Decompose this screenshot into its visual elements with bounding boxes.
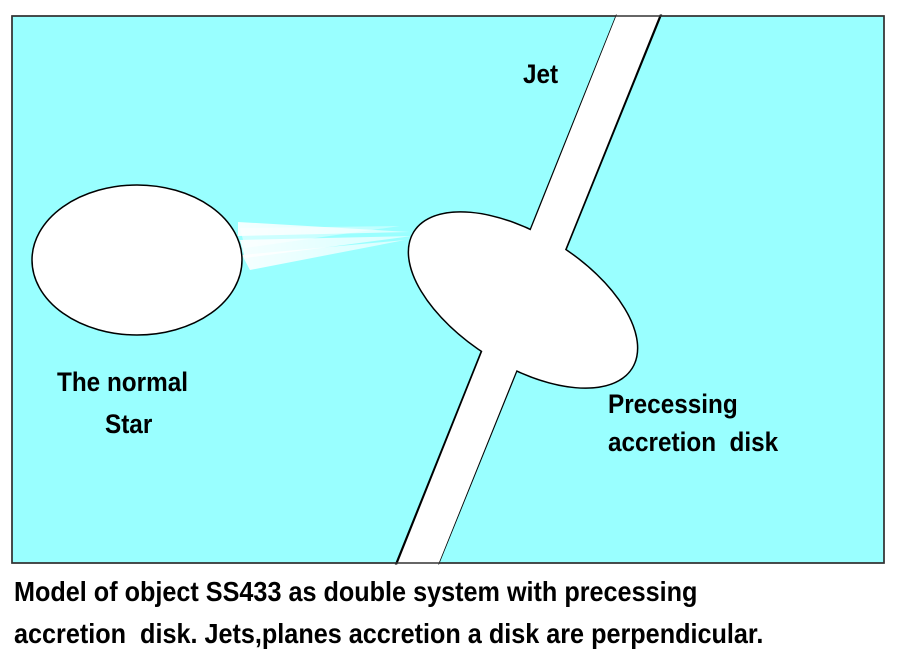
normal-star xyxy=(31,184,243,336)
star-label-line1: The normal xyxy=(57,367,188,397)
caption-line1: Model of object SS433 as double system w… xyxy=(14,576,698,607)
caption-line2: accretion disk. Jets,planes accretion a … xyxy=(14,618,764,649)
mass-transfer-stream xyxy=(238,222,412,270)
jet-label: Jet xyxy=(523,59,559,89)
disk-label-line2: accretion disk xyxy=(608,427,779,457)
disk-label-line1: Precessing xyxy=(608,389,738,419)
star-label-line2: Star xyxy=(105,409,153,439)
